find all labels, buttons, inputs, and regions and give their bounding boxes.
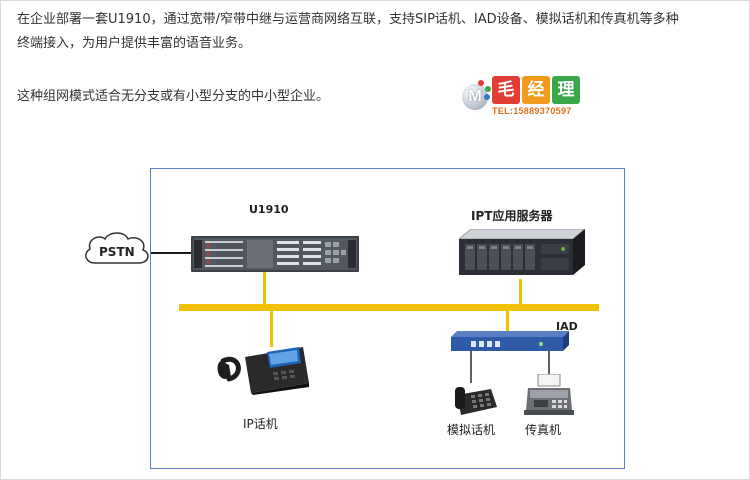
watermark-char-3: 理 bbox=[552, 76, 580, 104]
iad-label: IAD bbox=[556, 320, 578, 333]
network-bus bbox=[179, 304, 599, 311]
u1910-chassis-icon bbox=[191, 236, 359, 272]
bus-drop-u1910 bbox=[263, 272, 266, 305]
watermark-initial: M bbox=[462, 84, 488, 110]
server-icon bbox=[459, 229, 585, 275]
watermark-phone: TEL:15889370597 bbox=[492, 106, 572, 116]
watermark-dot-red bbox=[478, 80, 484, 86]
watermark-char-2: 经 bbox=[522, 76, 550, 104]
bus-drop-iad bbox=[506, 311, 509, 333]
ip-phone-icon bbox=[217, 347, 309, 395]
analog-phone-icon bbox=[455, 387, 497, 415]
iad-device-icon bbox=[451, 331, 569, 351]
ip-phone-label: IP话机 bbox=[243, 417, 278, 431]
pstn-label: PSTN bbox=[99, 245, 135, 259]
analog-phone-label: 模拟话机 bbox=[447, 423, 496, 437]
u1910-label: U1910 bbox=[249, 203, 289, 216]
bus-drop-ip-phone bbox=[270, 311, 273, 347]
bus-drop-server bbox=[519, 279, 522, 305]
watermark-dot-green bbox=[485, 86, 491, 92]
suitability-paragraph: 这种组网模式适合无分支或有小型分支的中小型企业。 bbox=[17, 89, 330, 104]
intro-line-1: 在企业部署一套U1910，通过宽带/窄带中继与运营商网络互联，支持SIP话机、I… bbox=[17, 12, 679, 27]
intro-line-2: 终端接入，为用户提供丰富的语音业务。 bbox=[17, 36, 252, 51]
fax-label: 传真机 bbox=[525, 423, 562, 437]
watermark-logo: M 毛 经 理 TEL:15889370597 bbox=[458, 74, 588, 122]
network-diagram: U1910 IPT应用服务器 bbox=[85, 168, 625, 469]
pstn-cloud-icon bbox=[85, 232, 149, 264]
watermark-dot-blue bbox=[484, 94, 490, 100]
fax-icon bbox=[524, 374, 574, 415]
watermark-char-1: 毛 bbox=[492, 76, 520, 104]
intro-paragraph: 在企业部署一套U1910，通过宽带/窄带中继与运营商网络互联，支持SIP话机、I… bbox=[17, 8, 737, 56]
ipt-server-label: IPT应用服务器 bbox=[471, 209, 553, 223]
